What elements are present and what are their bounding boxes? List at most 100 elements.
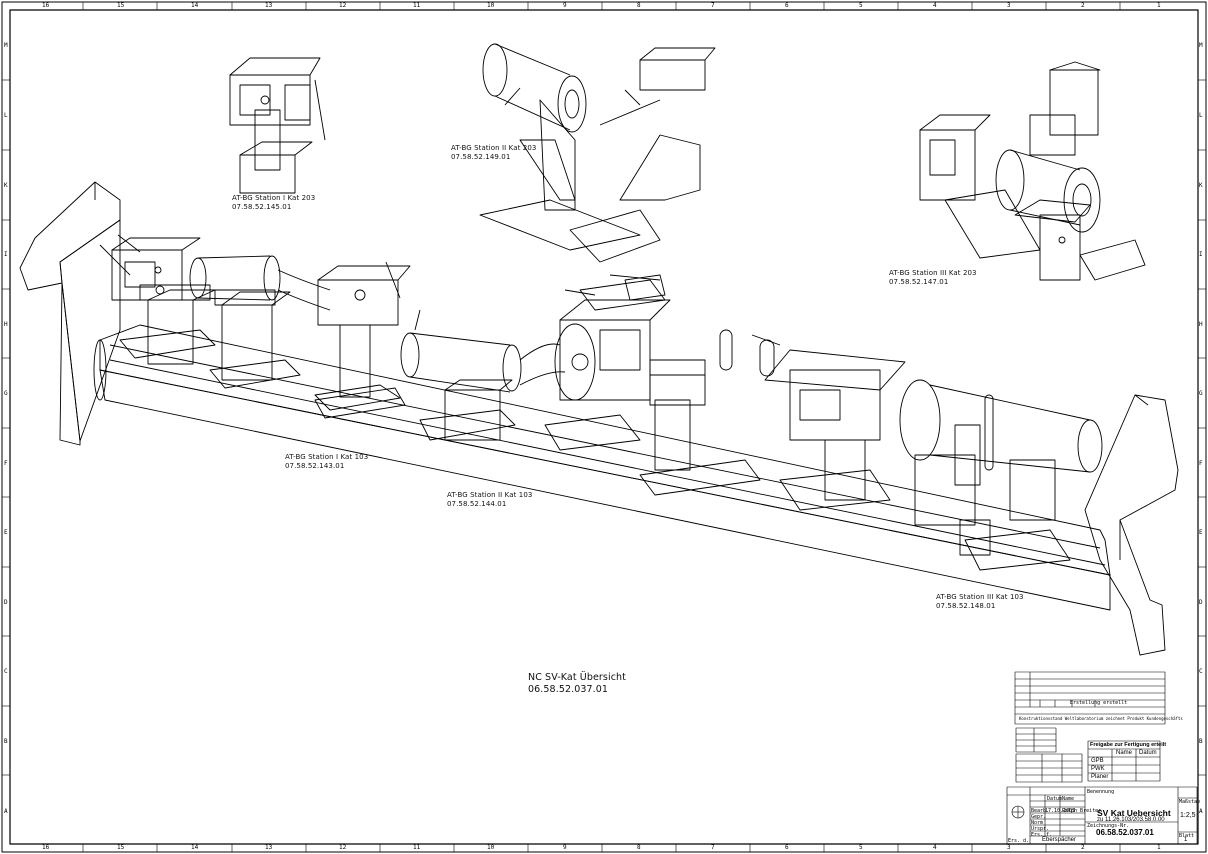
drawing-scale: 1:2,5 [1180, 812, 1196, 819]
station-label-i-103: AT-BG Station I Kat 103 07.58.52.143.01 [285, 453, 368, 471]
zone-row-a-right: A [1199, 808, 1203, 815]
zone-row-d-right: D [1199, 599, 1203, 606]
zone-row-l-right: L [1199, 112, 1203, 119]
station-iii-kat-103-drawing [751, 334, 1103, 556]
zone-row-i-right: I [1199, 251, 1203, 258]
overview-title: NC SV-Kat Übersicht [528, 672, 626, 683]
zone-row-m-right: M [1199, 42, 1203, 49]
tb-label-norm: Norm [1031, 820, 1044, 826]
zone-col-2: 2 [1081, 2, 1085, 9]
station-name: AT-BG Station III Kat 103 [936, 593, 1024, 601]
zone-row-d: D [4, 599, 8, 606]
zone-row-l: L [4, 112, 8, 119]
drawing-number: 06.58.52.037.01 [1096, 828, 1154, 837]
station-name: AT-BG Station I Kat 203 [232, 194, 316, 202]
zone-row-f: F [4, 460, 8, 467]
zone-col-3: 3 [1007, 2, 1011, 9]
zone-row-b: B [4, 738, 8, 745]
station-number: 07.58.52.148.01 [936, 602, 996, 610]
release-row-planer: Planer [1091, 774, 1109, 780]
drawing-subtitle: zu 11.26.103/203.58.0.00 [1097, 817, 1165, 823]
tb-label-massstab: Maßstab [1179, 799, 1201, 805]
release-row-gpb: GPB [1091, 758, 1104, 764]
zone-col-8-bottom: 8 [637, 844, 641, 851]
station-ii-kat-103-drawing [400, 274, 733, 471]
release-col-name: Name [1116, 750, 1133, 756]
station-label-ii-203: AT-BG Station II Kat 203 07.58.52.149.01 [451, 144, 536, 162]
sheet-number: 1 [1184, 837, 1188, 843]
tb-label-blatt: Blatt [1179, 833, 1195, 839]
zone-col-6: 6 [785, 2, 789, 9]
tb-label-name: Name [1062, 796, 1075, 802]
zone-col-2-bottom: 2 [1081, 844, 1085, 851]
overview-label: NC SV-Kat Übersicht 06.58.52.037.01 [528, 672, 626, 696]
zone-col-11-bottom: 11 [413, 844, 421, 851]
zone-col-12-bottom: 12 [339, 844, 347, 851]
zone-row-g-right: G [1199, 390, 1203, 397]
station-label-ii-103: AT-BG Station II Kat 103 07.58.52.144.01 [447, 491, 532, 509]
zone-col-14-bottom: 14 [191, 844, 199, 851]
zone-row-k: K [4, 182, 8, 189]
zone-col-4: 4 [933, 2, 937, 9]
zone-col-15-bottom: 15 [117, 844, 125, 851]
revision-note: Erstellung erstellt [1070, 700, 1128, 706]
tb-label-datum: Datum [1047, 796, 1063, 802]
station-name: AT-BG Station I Kat 103 [285, 453, 369, 461]
zone-col-1-bottom: 1 [1157, 844, 1161, 851]
station-ii-kat-203-drawing [479, 43, 716, 263]
zone-col-7: 7 [711, 2, 715, 9]
station-number: 07.58.52.147.01 [889, 278, 949, 286]
station-number: 07.58.52.145.01 [232, 203, 292, 211]
drawn-by: Ralph Breiter [1062, 808, 1102, 814]
tb-label-bearb: Bearb. [1031, 808, 1050, 814]
zone-row-i: I [4, 251, 8, 258]
station-label-iii-203: AT-BG Station III Kat 203 07.58.52.147.0… [889, 269, 977, 287]
confidentiality-note: Konstruktionsstand Weltlaboratorium zeic… [1019, 716, 1183, 721]
zone-row-e: E [4, 529, 8, 536]
zone-row-h-right: H [1199, 321, 1203, 328]
zone-col-16-bottom: 16 [42, 844, 50, 851]
zone-col-3-bottom: 3 [1007, 844, 1011, 851]
overview-number: 06.58.52.037.01 [528, 684, 609, 695]
zone-col-10: 10 [487, 2, 495, 9]
title-block [1006, 671, 1198, 845]
station-number: 07.58.52.143.01 [285, 462, 345, 470]
zone-col-13: 13 [265, 2, 273, 9]
zone-row-a: A [4, 808, 8, 815]
zone-row-c-right: C [1199, 668, 1203, 675]
station-number: 07.58.52.144.01 [447, 500, 507, 508]
station-i-kat-103-drawing [99, 234, 411, 411]
zone-col-10-bottom: 10 [487, 844, 495, 851]
zone-col-9: 9 [563, 2, 567, 9]
release-col-date: Datum [1139, 750, 1157, 756]
station-label-i-203: AT-BG Station I Kat 203 07.58.52.145.01 [232, 194, 315, 212]
zone-row-c: C [4, 668, 8, 675]
station-number: 07.58.52.149.01 [451, 153, 511, 161]
drawing-date: 17.10.2005 [1045, 808, 1076, 814]
tb-label-gepr: Gepr. [1031, 814, 1047, 820]
zone-col-6-bottom: 6 [785, 844, 789, 851]
tb-label-benennung: Benennung [1087, 789, 1115, 795]
zone-row-g: G [4, 390, 8, 397]
zone-col-16: 16 [42, 2, 50, 9]
release-header: Freigabe zur Fertigung erteilt [1090, 742, 1167, 748]
zone-col-5: 5 [859, 2, 863, 9]
station-name: AT-BG Station III Kat 203 [889, 269, 977, 277]
release-row-pwk: PWK [1091, 766, 1105, 772]
station-name: AT-BG Station II Kat 203 [451, 144, 537, 152]
tb-label-zeichnungs-nr: Zeichnungs-Nr. [1087, 823, 1130, 829]
drawing-title: SV Kat Uebersicht [1097, 808, 1171, 818]
tb-label-ers-d: Ers. d. [1008, 838, 1030, 844]
zone-col-14: 14 [191, 2, 199, 9]
zone-col-7-bottom: 7 [711, 844, 715, 851]
zone-col-15: 15 [117, 2, 125, 9]
zone-col-9-bottom: 9 [563, 844, 567, 851]
zone-col-8: 8 [637, 2, 641, 9]
zone-row-m: M [4, 42, 8, 49]
main-fixture-base [19, 181, 1179, 656]
zone-row-b-right: B [1199, 738, 1203, 745]
zone-col-13-bottom: 13 [265, 844, 273, 851]
